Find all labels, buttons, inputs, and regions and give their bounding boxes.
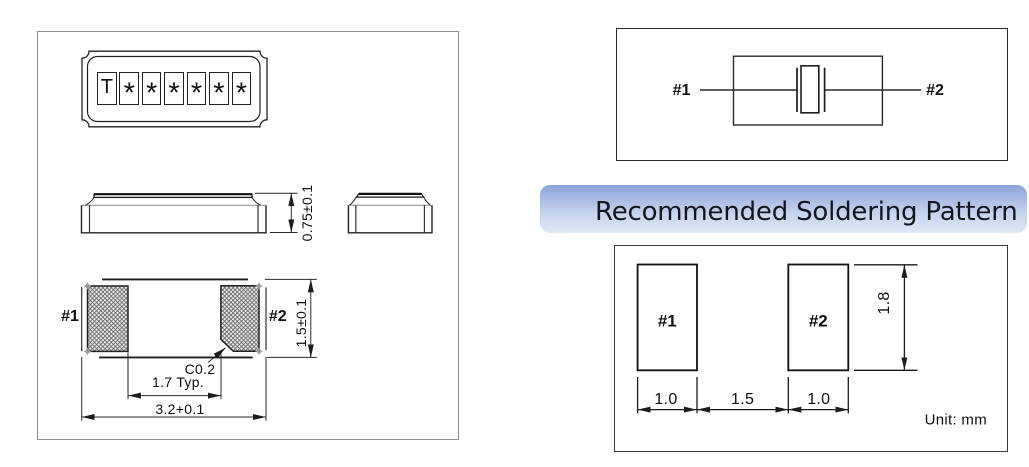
marking-cell: * <box>119 72 140 109</box>
solder-pad2-label: #2 <box>808 311 828 330</box>
dim-height-label: 0.75±0.1 <box>298 184 315 241</box>
solder-pad2-width-label: 1.0 <box>807 390 831 408</box>
marking-cell: T <box>97 72 117 105</box>
pad-gap-label: 1.7 Typ. <box>152 373 204 390</box>
marking-cell: * <box>209 72 229 109</box>
marking-cells: T * * * * * * <box>97 72 253 109</box>
soldering-pattern-title: Recommended Soldering Pattern <box>595 197 1018 227</box>
marking-cell: * <box>164 72 184 109</box>
pad1-label: #1 <box>61 308 79 325</box>
solder-gap-label: 1.5 <box>731 390 755 408</box>
marking-cell: * <box>141 72 162 109</box>
chamfer-label: C0.2 <box>184 360 216 377</box>
marking-cell: * <box>231 72 252 109</box>
solder-pad1-label: #1 <box>657 311 677 330</box>
solder-pad1-width-label: 1.0 <box>654 390 678 408</box>
internal-pin2-label: #2 <box>926 81 944 99</box>
unit-label: Unit: mm <box>924 411 987 429</box>
solder-pad-height-label: 1.8 <box>875 291 893 315</box>
marking-cell: * <box>186 72 207 109</box>
pad2-label: #2 <box>268 308 287 325</box>
body-width-label: 3.2+0.1 <box>155 401 205 417</box>
body-depth-label: 1.5±0.1 <box>293 298 310 347</box>
soldering-pattern-header: Recommended Soldering Pattern <box>540 185 1027 233</box>
internal-pin1-label: #1 <box>672 81 691 99</box>
